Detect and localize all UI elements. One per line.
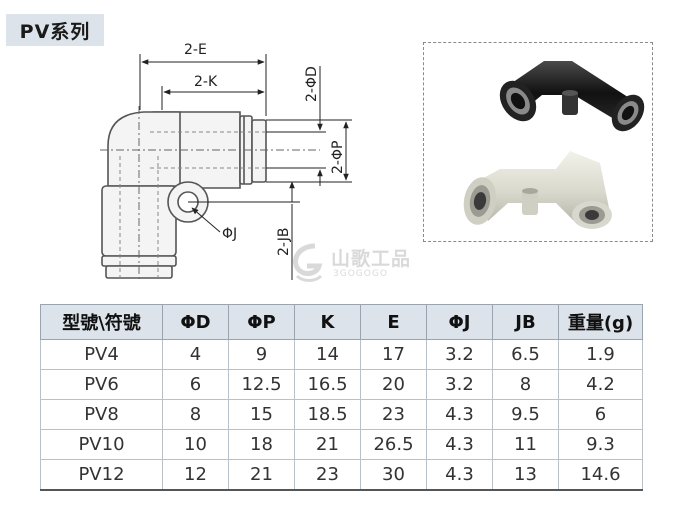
cell-j: 3.2 [426,369,493,400]
cell-k: 23 [294,459,361,491]
cell-d: 12 [162,459,229,491]
cell-model: PV12 [40,459,163,491]
header-e: E [360,304,427,340]
spec-table: 型號\符號 ΦD ΦP K E ΦJ JB 重量(g) PV4 4 9 14 1… [40,304,643,491]
technical-drawing: 2-E 2-K 2-ΦD 2-ΦP ΦJ 2-JB [100,42,352,282]
dim-k [161,86,265,110]
product-photo [463,61,645,229]
header-d: ΦD [162,304,229,340]
cell-e: 20 [360,369,427,400]
brand-watermark: 山歌工品 3GOGOGO [287,240,427,286]
cell-model: PV10 [40,429,163,460]
dim-label-k: 2-K [194,74,218,90]
cell-d: 8 [162,399,229,430]
table-row: PV4 4 9 14 17 3.2 6.5 1.9 [40,339,643,370]
cell-p: 15 [228,399,295,430]
dim-label-e: 2-E [184,42,207,58]
product-photo-frame [423,42,653,242]
dim-label-d: 2-ΦD [304,66,320,102]
cell-d: 4 [162,339,229,370]
dim-p [266,119,352,183]
cell-weight: 14.6 [558,459,643,491]
cell-jb: 13 [492,459,559,491]
cell-d: 6 [162,369,229,400]
cell-j: 4.3 [426,429,493,460]
cell-weight: 4.2 [558,369,643,400]
cell-model: PV6 [40,369,163,400]
table-row: PV6 6 12.5 16.5 20 3.2 8 4.2 [40,369,643,400]
cell-p: 9 [228,339,295,370]
cell-jb: 11 [492,429,559,460]
dim-e [139,54,267,116]
header-weight: 重量(g) [558,304,643,340]
cell-weight: 9.3 [558,429,643,460]
dim-d [266,66,326,186]
header-jb: JB [492,304,559,340]
header-k: K [294,304,361,340]
cell-k: 14 [294,339,361,370]
header-j: ΦJ [426,304,493,340]
cell-k: 18.5 [294,399,361,430]
header-model: 型號\符號 [40,304,163,340]
table-row: PV10 10 18 21 26.5 4.3 11 9.3 [40,429,643,460]
cell-e: 17 [360,339,427,370]
cell-j: 4.3 [426,459,493,491]
cell-j: 4.3 [426,399,493,430]
cell-k: 21 [294,429,361,460]
cell-j: 3.2 [426,339,493,370]
cell-e: 30 [360,459,427,491]
cell-model: PV8 [40,399,163,430]
dim-label-p: 2-ΦP [330,141,346,174]
table-row: PV8 8 15 18.5 23 4.3 9.5 6 [40,399,643,430]
header-p: ΦP [228,304,295,340]
cell-weight: 1.9 [558,339,643,370]
elbow-body [101,111,241,257]
cell-p: 12.5 [228,369,295,400]
cell-jb: 8 [492,369,559,400]
bore-lines [119,131,266,278]
cell-weight: 6 [558,399,643,430]
white-elbow-fitting [463,151,612,229]
watermark-brand-cn: 山歌工品 [331,248,412,270]
cell-jb: 9.5 [492,399,559,430]
cell-k: 16.5 [294,369,361,400]
dim-j [191,207,221,233]
table-row: PV12 12 21 23 30 4.3 13 14.6 [40,459,643,491]
cell-e: 26.5 [360,429,427,460]
dim-label-jb: 2-JB [276,228,292,256]
cell-e: 23 [360,399,427,430]
watermark-brand-en: 3GOGOGO [333,269,388,279]
center-lines [100,106,320,282]
series-title: PV系列 [6,14,104,46]
cell-jb: 6.5 [492,339,559,370]
cell-model: PV4 [40,339,163,370]
cell-d: 10 [162,429,229,460]
black-elbow-fitting [499,61,645,132]
dim-label-j: ΦJ [222,226,237,242]
dim-jb [188,181,300,280]
watermark-logo-icon [293,243,323,282]
cell-p: 21 [228,459,295,491]
cell-p: 18 [228,429,295,460]
table-header-row: 型號\符號 ΦD ΦP K E ΦJ JB 重量(g) [40,304,643,340]
